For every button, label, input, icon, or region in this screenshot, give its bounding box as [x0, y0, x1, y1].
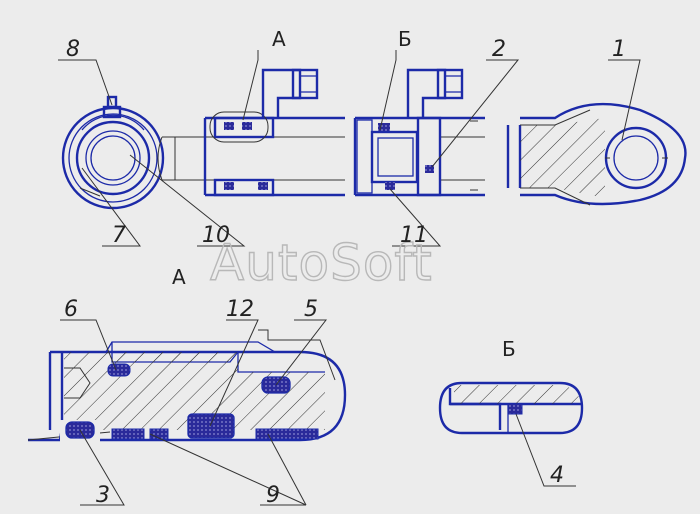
view-label-a-detail: А	[172, 265, 186, 289]
callout-6: 6	[64, 297, 78, 322]
view-label-b-detail: Б	[502, 337, 516, 361]
left-eye-joint	[61, 95, 165, 210]
callout-10: 10	[202, 223, 230, 248]
callout-1: 1	[612, 37, 626, 62]
callout-11: 11	[400, 223, 428, 248]
callout-8: 8	[66, 37, 80, 62]
callout-3: 3	[96, 483, 110, 508]
callout-9: 9	[266, 483, 280, 508]
callout-7: 7	[112, 223, 126, 248]
callout-4: 4	[550, 463, 564, 488]
right-eye-joint	[506, 102, 687, 206]
callout-5: 5	[304, 297, 318, 322]
watermark: AutoSoft	[210, 234, 433, 292]
view-label-a-top: А	[272, 27, 286, 51]
callout-2: 2	[492, 37, 506, 62]
view-label-b-top: Б	[398, 27, 412, 51]
leaders-detail-a	[60, 319, 328, 506]
rod-section	[157, 68, 345, 197]
leaders-top	[58, 50, 641, 247]
detail-a	[27, 329, 347, 442]
detail-b	[438, 381, 584, 487]
callout-12: 12	[226, 297, 254, 322]
cylinder-body-section	[353, 68, 485, 197]
